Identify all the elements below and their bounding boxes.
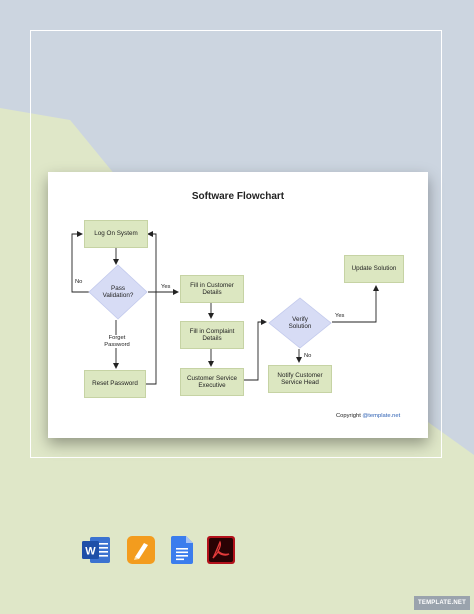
pdf-icon[interactable] — [207, 536, 235, 564]
white-frame — [30, 30, 442, 458]
edge-validation-no — [71, 231, 90, 293]
edge-label-no: No — [75, 279, 83, 285]
node-update-solution: Update Solution — [344, 255, 404, 283]
decision-verify-solution: Verify Solution — [268, 297, 332, 349]
page-title: Software Flowchart — [191, 191, 285, 202]
edge-label-yes: Yes — [161, 284, 171, 290]
decision-verify-solution-label: Verify Solution — [288, 315, 312, 331]
node-log-on-system: Log On System — [84, 220, 148, 248]
google-docs-icon[interactable] — [171, 536, 193, 564]
pages-icon[interactable] — [127, 536, 155, 564]
word-icon[interactable]: W — [81, 536, 111, 564]
node-fill-customer-details-label: Fill in Customer Details — [190, 281, 234, 297]
node-update-solution-label: Update Solution — [351, 265, 397, 273]
copyright-text: Copyright @template.net — [336, 413, 400, 419]
decision-shape — [268, 297, 332, 349]
decision-shape — [88, 264, 148, 320]
node-fill-complaint-details-label: Fill in Complaint Details — [189, 327, 235, 343]
node-fill-customer-details: Fill in Customer Details — [180, 275, 244, 303]
decision-pass-validation-label: Pass Validation? — [102, 284, 134, 300]
node-reset-password: Reset Password — [84, 370, 146, 398]
svg-text:W: W — [85, 546, 96, 558]
node-fill-complaint-details: Fill in Complaint Details — [180, 321, 244, 349]
decision-pass-validation: Pass Validation? — [88, 264, 148, 320]
copyright-prefix: Copyright — [336, 413, 363, 419]
node-customer-service-executive: Customer Service Executive — [180, 368, 244, 396]
edge-label-verify-yes: Yes — [335, 313, 345, 319]
node-reset-password-label: Reset Password — [92, 380, 138, 388]
edge-executive-to-verify — [244, 319, 267, 381]
node-customer-service-executive-label: Customer Service Executive — [186, 374, 238, 390]
edge-label-forget-password: Forget Password — [104, 335, 130, 348]
edge-reset-to-logon — [146, 231, 157, 385]
copyright-link[interactable]: @template.net — [362, 413, 401, 419]
edge-verify-yes — [332, 285, 379, 323]
node-log-on-system-label: Log On System — [94, 230, 138, 238]
flowchart-card: Software Flowchart — [48, 172, 428, 438]
edge-label-verify-no: No — [304, 353, 312, 359]
template-net-badge[interactable]: TEMPLATE.NET — [414, 596, 470, 610]
flowchart-connectors — [71, 231, 379, 385]
node-notify-customer-service-head: Notify Customer Service Head — [268, 365, 332, 393]
node-notify-customer-service-head-label: Notify Customer Service Head — [277, 371, 323, 387]
